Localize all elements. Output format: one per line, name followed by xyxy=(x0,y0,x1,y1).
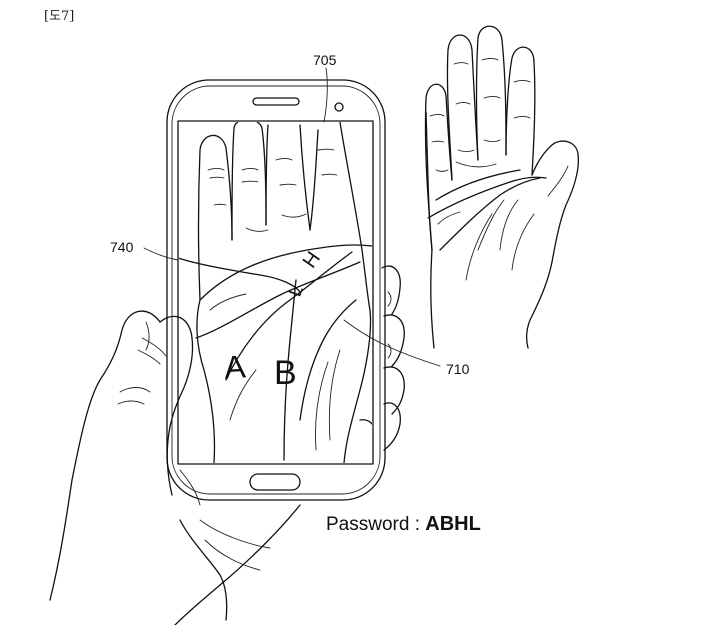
password-value: ABHL xyxy=(425,513,481,535)
camera-icon xyxy=(334,102,344,112)
user-palm xyxy=(424,25,580,349)
reference-leaders xyxy=(143,67,441,367)
speaker-grille xyxy=(252,97,300,106)
screen-palm-image: A B H L xyxy=(179,122,372,463)
letter-b: B xyxy=(274,354,297,392)
password-label: Password : xyxy=(326,514,420,535)
ref-740: 740 xyxy=(110,239,134,255)
letter-a: A xyxy=(223,348,247,385)
phone-screen xyxy=(177,120,374,465)
smartphone xyxy=(166,79,386,501)
ref-710: 710 xyxy=(446,361,470,377)
ref-705: 705 xyxy=(313,52,337,68)
holding-hand xyxy=(49,265,405,625)
figure-label: [도7] xyxy=(44,9,75,24)
home-button xyxy=(249,473,301,491)
password-caption: Password : ABHL xyxy=(326,513,481,536)
